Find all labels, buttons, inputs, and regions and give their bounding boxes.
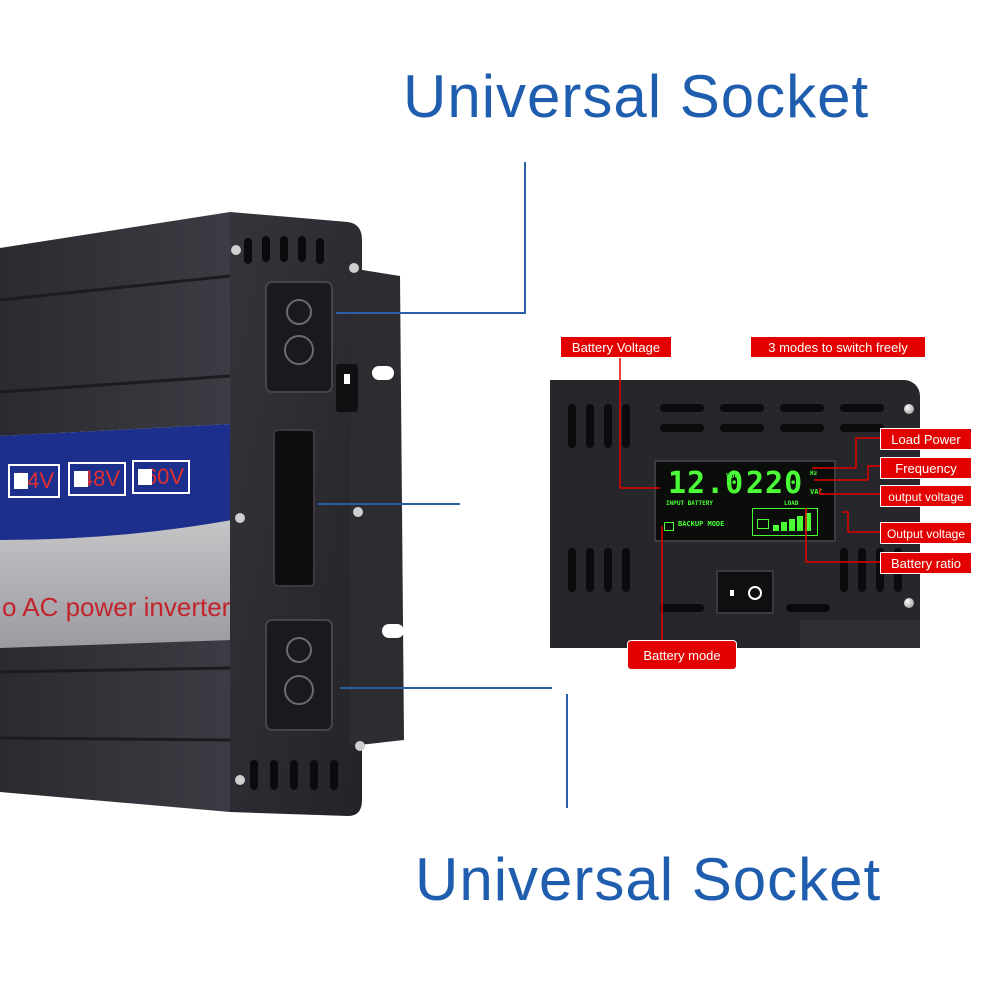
battery-voltage-unit: VDC	[726, 472, 739, 480]
leader-line-bottom-horizontal	[340, 687, 552, 689]
callout-output-voltage-2: Output voltage	[880, 522, 972, 544]
leader-line-bottom-vertical	[566, 694, 568, 808]
battery-mode-icon	[664, 522, 674, 531]
leader-line-top-vertical	[524, 162, 526, 314]
vent-slot	[604, 548, 612, 592]
leader-line-top-horizontal	[336, 312, 526, 314]
screw	[904, 404, 914, 414]
vent-slot	[586, 548, 594, 592]
vent-slot	[720, 424, 764, 432]
headline-top: Universal Socket	[403, 63, 870, 130]
power-switch[interactable]	[716, 570, 774, 614]
vent-slot	[586, 404, 594, 448]
battery-voltage-readout: 12.0	[668, 466, 745, 501]
vent-slot	[622, 548, 630, 592]
vent-slot	[858, 548, 866, 592]
battery-voltage-caption: INPUT BATTERY	[666, 500, 713, 507]
battery-mode-label: BACKUP MODE	[678, 520, 725, 528]
vent-slot	[604, 404, 612, 448]
callout-modes: 3 modes to switch freely	[750, 336, 926, 358]
product-label-text: o AC power inverter	[2, 592, 231, 622]
output-voltage-unit: VAC	[810, 488, 823, 496]
callout-load-power: Load Power	[880, 428, 972, 450]
vent-slot	[780, 424, 824, 432]
checkbox-square-icon	[14, 473, 28, 489]
voltage-option-24v: 24V	[8, 464, 60, 498]
callout-battery-voltage: Battery Voltage	[560, 336, 672, 358]
vent-slot	[780, 404, 824, 412]
callout-frequency: Frequency	[880, 457, 972, 479]
callout-battery-ratio: Battery ratio	[880, 552, 972, 574]
switch-off-mark-icon	[748, 586, 762, 600]
vent-slot	[840, 424, 884, 432]
voltage-option-48v: 48V	[68, 462, 126, 496]
vent-slot	[840, 548, 848, 592]
headline-bottom: Universal Socket	[415, 846, 882, 913]
battery-bar	[789, 519, 795, 531]
screw	[904, 598, 914, 608]
vent-slot	[568, 404, 576, 448]
battery-bar	[797, 516, 803, 531]
hz-indicator: Hz	[810, 470, 818, 477]
vent-slot	[568, 548, 576, 592]
vent-slot	[660, 604, 704, 612]
leader-line-display	[318, 503, 460, 505]
output-caption: LOAD	[784, 500, 799, 507]
vent-slot	[840, 404, 884, 412]
callout-output-voltage: output voltage	[880, 485, 972, 507]
vent-slot	[660, 424, 704, 432]
checkbox-square-icon	[74, 471, 88, 487]
callout-battery-mode: Battery mode	[627, 640, 737, 670]
battery-bar	[781, 522, 787, 531]
battery-bar	[805, 513, 811, 531]
vent-slot	[720, 404, 764, 412]
output-voltage-readout: 220	[746, 466, 804, 501]
checkbox-square-icon	[138, 469, 152, 485]
battery-icon	[757, 519, 769, 529]
switch-on-mark-icon	[730, 590, 734, 596]
inverter-body-illustration	[0, 212, 404, 816]
vent-slot	[660, 404, 704, 412]
vent-slot	[786, 604, 830, 612]
battery-ratio-bars	[752, 508, 818, 536]
mounting-bracket	[800, 620, 920, 648]
inverter-photo	[0, 212, 404, 816]
callout-connectors	[619, 358, 886, 640]
voltage-option-60v: 60V	[132, 460, 190, 494]
battery-bar	[773, 525, 779, 531]
vent-slot	[622, 404, 630, 448]
